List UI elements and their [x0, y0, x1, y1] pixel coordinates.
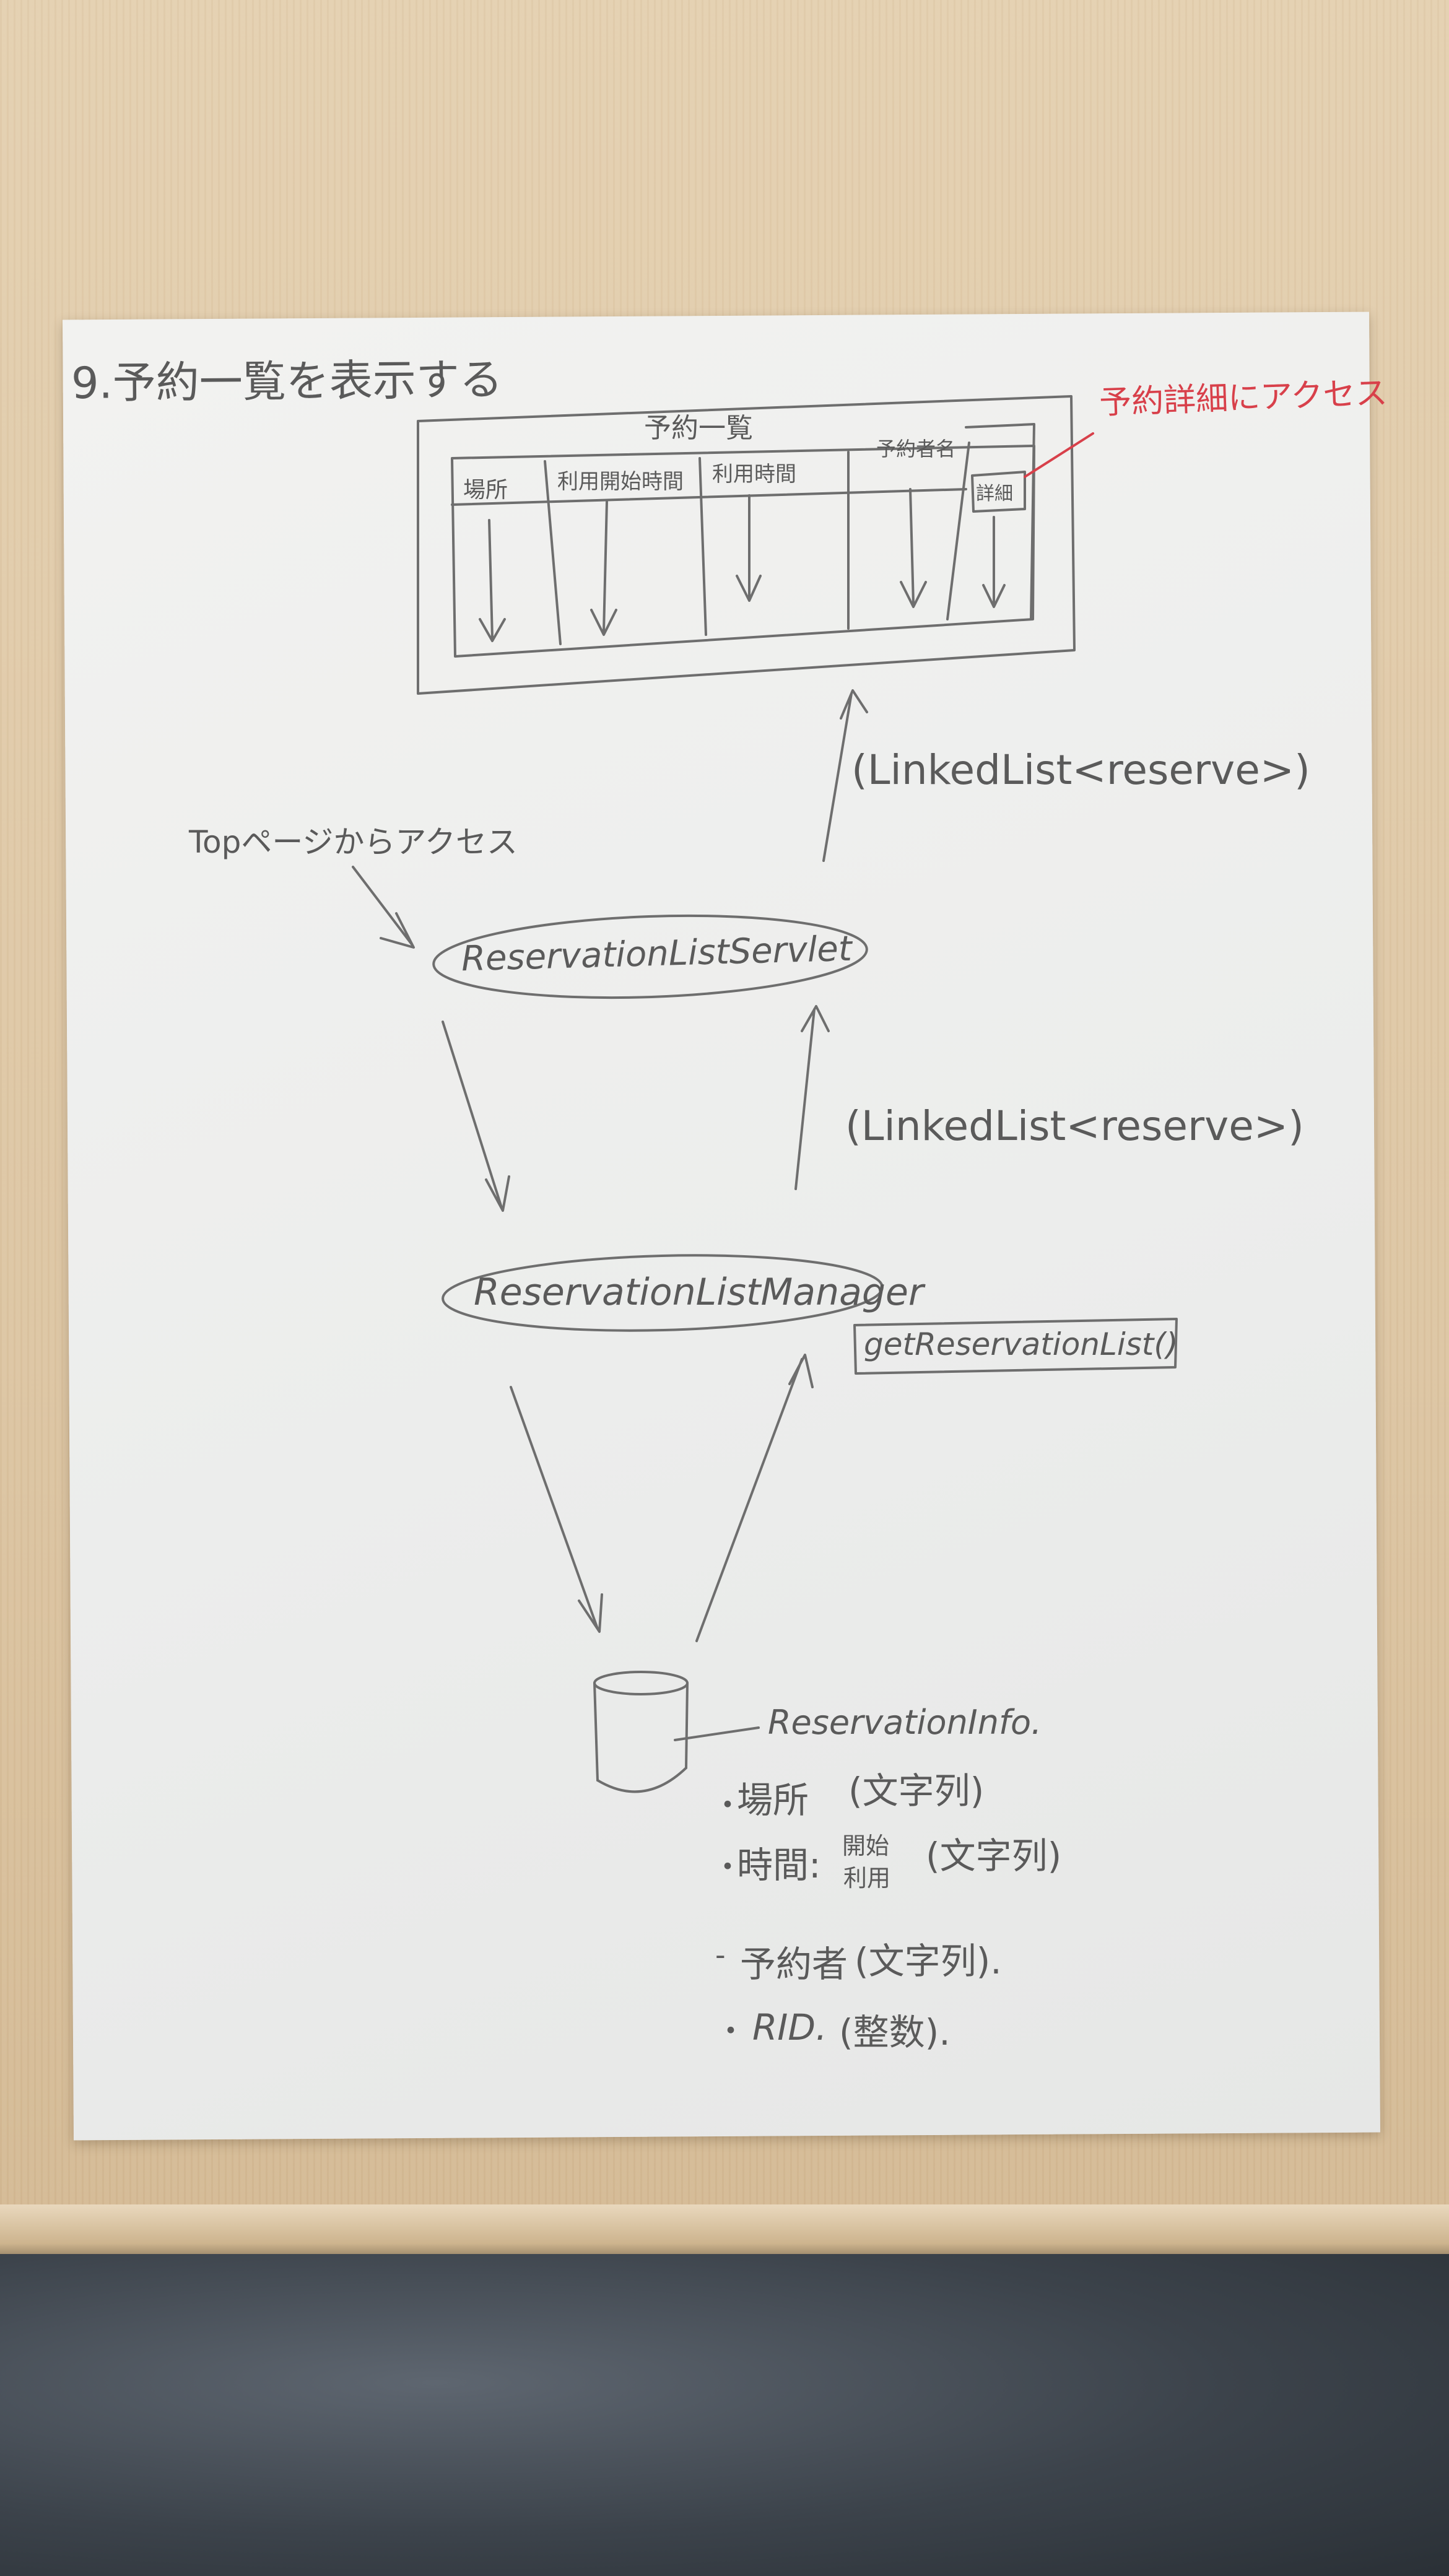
- desk-edge: [0, 2204, 1449, 2260]
- field-bullet: ・: [712, 1849, 743, 1885]
- arrow-manager-to-servlet: [794, 1005, 830, 1190]
- arrow-db-to-manager: [695, 1354, 814, 1642]
- column-header-reserver: 予約者名: [876, 437, 956, 461]
- column-header-duration: 利用時間: [712, 462, 796, 487]
- field-name: 時間:: [737, 1844, 821, 1886]
- database-name: ReservationInfo.: [768, 1703, 1042, 1742]
- field-bullet: ・: [715, 2013, 746, 2049]
- field-type: (文字列): [926, 1835, 1062, 1877]
- field-bullet: ・: [712, 1787, 743, 1823]
- column-header-start-time: 利用開始時間: [557, 469, 684, 494]
- servlet-ellipse: [432, 914, 868, 999]
- screen-title: 予約一覧: [644, 412, 753, 444]
- detail-note-leader: [1024, 432, 1094, 478]
- return-value-lower: (LinkedList<reserve>): [845, 1102, 1304, 1150]
- page-heading: 9.予約一覧を表示する: [71, 354, 503, 409]
- field-sub: 利用: [843, 1865, 891, 1892]
- entry-note: Topページからアクセス: [189, 824, 518, 860]
- field-name: 場所: [737, 1779, 809, 1821]
- manager-label: ReservationListManager: [474, 1271, 924, 1314]
- fabric-background: [0, 2254, 1449, 2576]
- screen-outer-frame: [417, 395, 1076, 695]
- table-header-line: [451, 488, 967, 506]
- column-header-place: 場所: [463, 477, 508, 503]
- database-leader: [674, 1726, 760, 1741]
- field-sub: 開始: [842, 1832, 890, 1860]
- arrow-servlet-to-manager: [442, 1020, 510, 1212]
- database-icon: [593, 1671, 689, 1793]
- column-arrows: [479, 488, 1006, 642]
- arrow-manager-to-db: [510, 1386, 603, 1633]
- field-type: (整数).: [839, 2011, 951, 2053]
- field-bullet: -: [715, 1938, 726, 1972]
- arrow-entry: [352, 866, 415, 949]
- manager-ellipse: [442, 1254, 884, 1332]
- field-type: (文字列).: [855, 1940, 1002, 1982]
- arrow-servlet-to-screen: [822, 689, 868, 862]
- field-name: 予約者: [740, 1943, 848, 1985]
- method-label: getReservationList(): [864, 1326, 1178, 1362]
- detail-button: 詳細: [976, 483, 1013, 505]
- detail-button-box: [971, 471, 1026, 513]
- field-name: RID.: [752, 2006, 827, 2048]
- table-frame: [451, 445, 1035, 658]
- return-value-upper: (LinkedList<reserve>): [851, 746, 1310, 794]
- method-box: [853, 1318, 1178, 1375]
- field-type: (文字列): [848, 1770, 985, 1812]
